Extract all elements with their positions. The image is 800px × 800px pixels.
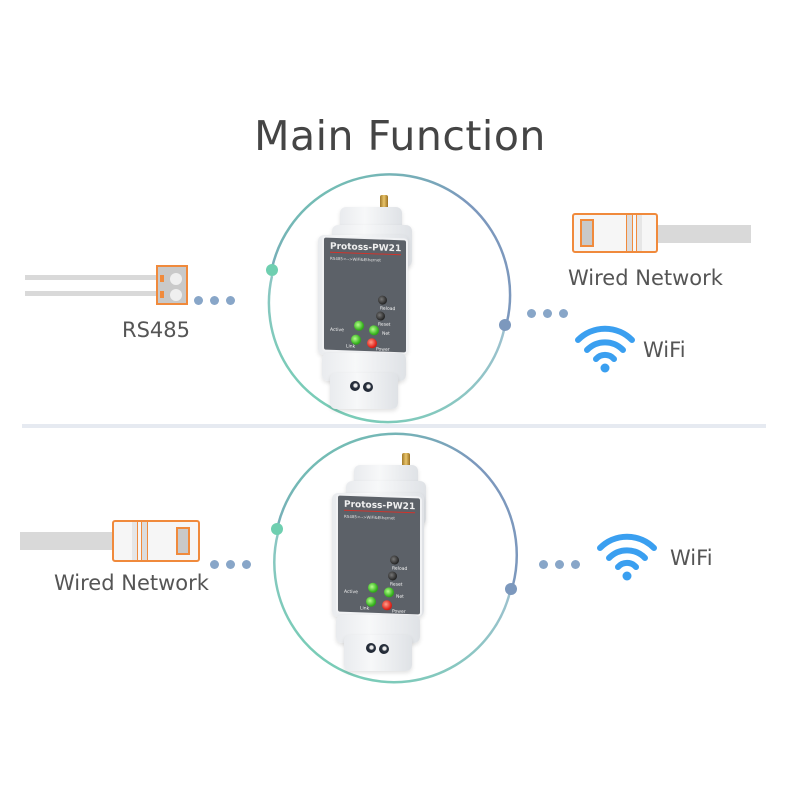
dot: [543, 309, 552, 318]
ethernet-plug-icon: [572, 213, 658, 253]
arc-node-left-bottom: [271, 523, 283, 535]
reload-button[interactable]: [378, 295, 387, 305]
device-front-panel: Protoss-PW21 RS485<-->WiFi&Ethernet Relo…: [336, 493, 422, 617]
arc-lower-top: [267, 275, 506, 424]
dot: [242, 560, 251, 569]
dot: [559, 309, 568, 318]
screw: [366, 643, 376, 653]
arc-node-right-top: [499, 319, 511, 331]
device-protoss-pw21-bottom: Protoss-PW21 RS485<-->WiFi&Ethernet Relo…: [330, 453, 426, 673]
wired-network-label: Wired Network: [568, 266, 723, 290]
arc-upper-top: [270, 173, 512, 323]
wifi-label: WiFi: [643, 338, 686, 362]
device-brand: Protoss-PW21: [344, 499, 416, 514]
antenna: [402, 453, 410, 473]
led-net: [369, 325, 379, 336]
reset-label: Reset: [390, 582, 403, 588]
section-divider: [22, 424, 766, 428]
dot: [571, 560, 580, 569]
dot: [539, 560, 548, 569]
dot: [210, 560, 219, 569]
device-front-panel: Protoss-PW21 RS485<-->WiFi&Ethernet Relo…: [322, 235, 408, 355]
led-power: [382, 600, 392, 611]
arc-node-right-bottom: [505, 583, 517, 595]
device-subtitle: RS485<-->WiFi&Ethernet: [330, 255, 381, 263]
led-link: [366, 596, 376, 607]
ethernet-plug-icon: [112, 520, 200, 562]
arc-lower-bottom: [273, 532, 512, 684]
led-net: [384, 587, 394, 598]
ethernet-cable: [20, 532, 114, 550]
device-brand: Protoss-PW21: [330, 241, 402, 256]
led-active: [354, 320, 364, 331]
led-link: [351, 334, 361, 345]
wired-network-label: Wired Network: [54, 571, 209, 595]
dot: [527, 309, 536, 318]
arc-node-left-top: [266, 264, 278, 276]
rs485-label: RS485: [122, 318, 191, 342]
rs485-wire-2: [25, 291, 157, 296]
active-label: Active: [344, 589, 358, 596]
dot: [226, 296, 235, 305]
ethernet-cable: [658, 225, 751, 243]
rs485-terminal-connector-icon: [156, 265, 188, 305]
page-title: Main Function: [254, 112, 546, 160]
dot: [194, 296, 203, 305]
device-protoss-pw21-top: Protoss-PW21 RS485<-->WiFi&Ethernet Relo…: [318, 195, 414, 410]
dot: [555, 560, 564, 569]
net-label: Net: [382, 331, 390, 337]
rs485-wire-1: [25, 275, 157, 280]
dot: [226, 560, 235, 569]
dot: [210, 296, 219, 305]
link-label: Link: [360, 606, 370, 612]
screw: [363, 382, 373, 392]
arc-upper-bottom: [276, 432, 518, 586]
wifi-icon: [575, 325, 635, 373]
antenna: [380, 195, 388, 215]
reset-button[interactable]: [376, 311, 385, 321]
link-label: Link: [346, 344, 356, 350]
reload-button[interactable]: [390, 555, 399, 565]
screw: [350, 381, 360, 391]
device-subtitle: RS485<-->WiFi&Ethernet: [344, 513, 395, 521]
led-active: [368, 582, 378, 593]
net-label: Net: [396, 594, 404, 600]
screw: [379, 644, 389, 654]
wifi-label: WiFi: [670, 546, 713, 570]
wifi-icon: [597, 533, 657, 581]
reset-label: Reset: [378, 322, 391, 328]
reset-button[interactable]: [388, 571, 397, 581]
active-label: Active: [330, 327, 344, 334]
